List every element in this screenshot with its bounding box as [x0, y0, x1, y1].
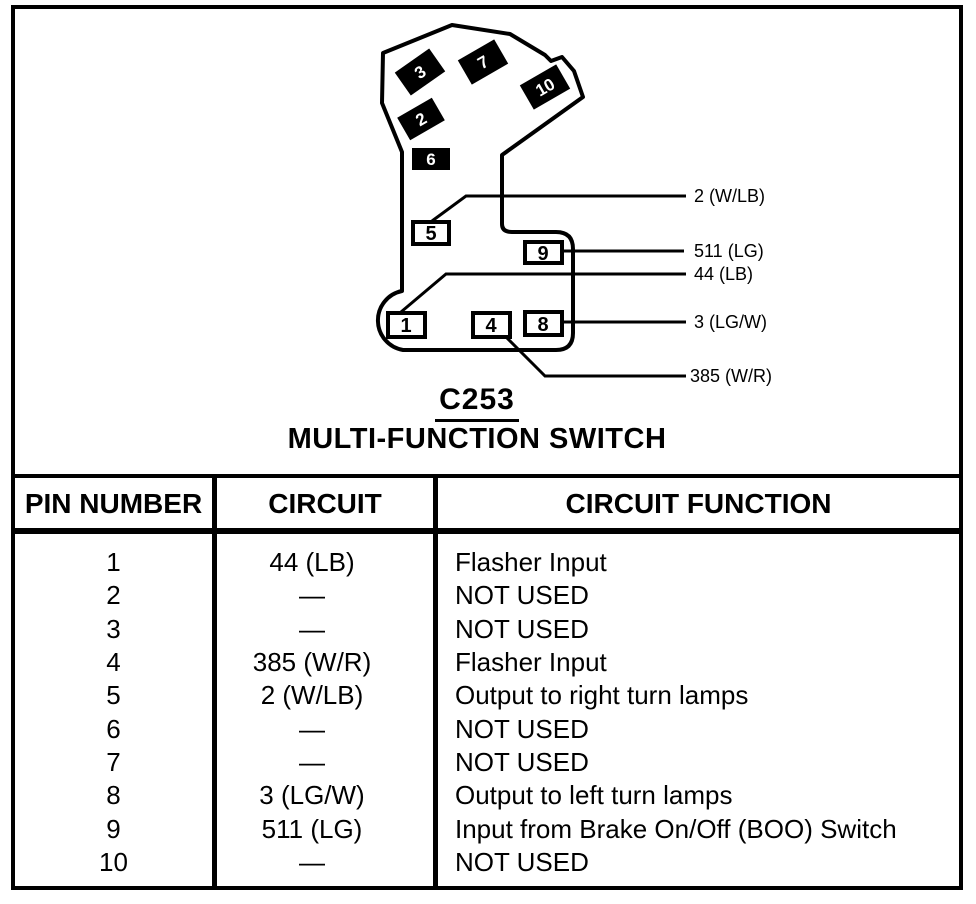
function-cell: Output to right turn lamps	[455, 680, 749, 711]
function-cell: NOT USED	[455, 713, 589, 744]
wire-label-44-lb: 44 (LB)	[694, 264, 753, 284]
pin-cell: 10	[99, 847, 128, 878]
pin-box-9: 9	[523, 240, 564, 265]
pin-box-8-label: 8	[537, 314, 548, 336]
circuit-column: 44 (LB) — — 385 (W/R) 2 (W/LB) — — 3 (LG…	[217, 546, 433, 879]
connector-diagram: 3 7 10 2 6 5 9	[375, 23, 772, 386]
wire-label-511-lg: 511 (LG)	[694, 241, 764, 261]
circuit-cell: 2 (W/LB)	[260, 680, 364, 711]
wire-label-2-wlb: 2 (W/LB)	[694, 186, 765, 206]
wire-label-385-wr: 385 (W/R)	[690, 366, 772, 386]
pin-box-5-label: 5	[425, 223, 436, 245]
black-pin-7: 7	[457, 39, 509, 85]
table-column-divider-1	[212, 474, 217, 890]
circuit-cell: 3 (LG/W)	[259, 780, 365, 811]
header-circuit-function: CIRCUIT FUNCTION	[565, 488, 832, 519]
black-pin-6: 6	[412, 148, 450, 170]
pin-cell: 5	[106, 680, 121, 711]
header-circuit: CIRCUIT	[268, 488, 382, 519]
table-top-line	[11, 474, 963, 478]
pin-cell: 8	[106, 780, 121, 811]
black-pin-3: 3	[394, 48, 446, 96]
circuit-cell: 44 (LB)	[269, 547, 355, 577]
pin-box-9-label: 9	[537, 243, 548, 265]
connector-id: C253	[435, 383, 519, 422]
circuit-cell: —	[299, 613, 325, 644]
circuit-cell: —	[299, 747, 325, 778]
pin-cell: 1	[106, 547, 121, 577]
table-header-separator	[11, 528, 963, 534]
leader-line-pin5	[431, 194, 686, 223]
pin-number-column: 1 2 3 4 5 6 7 8 9 10	[15, 546, 212, 879]
black-pin-10: 10	[519, 64, 571, 110]
pin-cell: 3	[106, 613, 121, 644]
function-cell: NOT USED	[455, 613, 589, 644]
outer-border	[11, 5, 963, 890]
pin-box-5: 5	[411, 220, 451, 246]
black-pin-2: 2	[397, 97, 445, 141]
circuit-cell: —	[299, 847, 325, 878]
function-cell: Flasher Input	[455, 647, 607, 678]
pin-cell: 4	[106, 647, 121, 678]
connector-name-caption: MULTI-FUNCTION SWITCH	[287, 423, 667, 455]
connector-id-caption: C253	[277, 383, 677, 422]
pin-cell: 2	[106, 580, 121, 611]
pin-cell: 9	[106, 813, 121, 844]
leader-line-pin1	[400, 272, 686, 314]
pin-box-8: 8	[523, 310, 564, 337]
pin-cell: 7	[106, 747, 121, 778]
pin-box-4-label: 4	[485, 315, 497, 337]
header-pin-number: PIN NUMBER	[24, 488, 203, 519]
circuit-cell: —	[299, 580, 325, 611]
circuit-cell: 511 (LG)	[261, 813, 363, 844]
circuit-cell: —	[299, 713, 325, 744]
table-column-divider-2	[433, 474, 438, 890]
function-cell: NOT USED	[455, 747, 589, 778]
pin-box-4: 4	[471, 311, 512, 339]
function-cell: NOT USED	[455, 580, 589, 611]
pin-box-1: 1	[386, 311, 427, 339]
function-cell: Input from Brake On/Off (BOO) Switch	[455, 813, 897, 844]
function-cell: NOT USED	[455, 847, 589, 878]
function-cell: Output to left turn lamps	[455, 780, 733, 811]
leader-line-pin4	[503, 334, 686, 378]
circuit-cell: 385 (W/R)	[252, 647, 372, 678]
function-cell: Flasher Input	[455, 547, 607, 577]
pin-box-1-label: 1	[400, 315, 411, 337]
wire-label-3-lgw: 3 (LG/W)	[694, 312, 767, 332]
pin-cell: 6	[106, 713, 121, 744]
circuit-function-column: Flasher Input NOT USED NOT USED Flasher …	[455, 546, 955, 879]
black-pin-6-label: 6	[426, 150, 435, 169]
